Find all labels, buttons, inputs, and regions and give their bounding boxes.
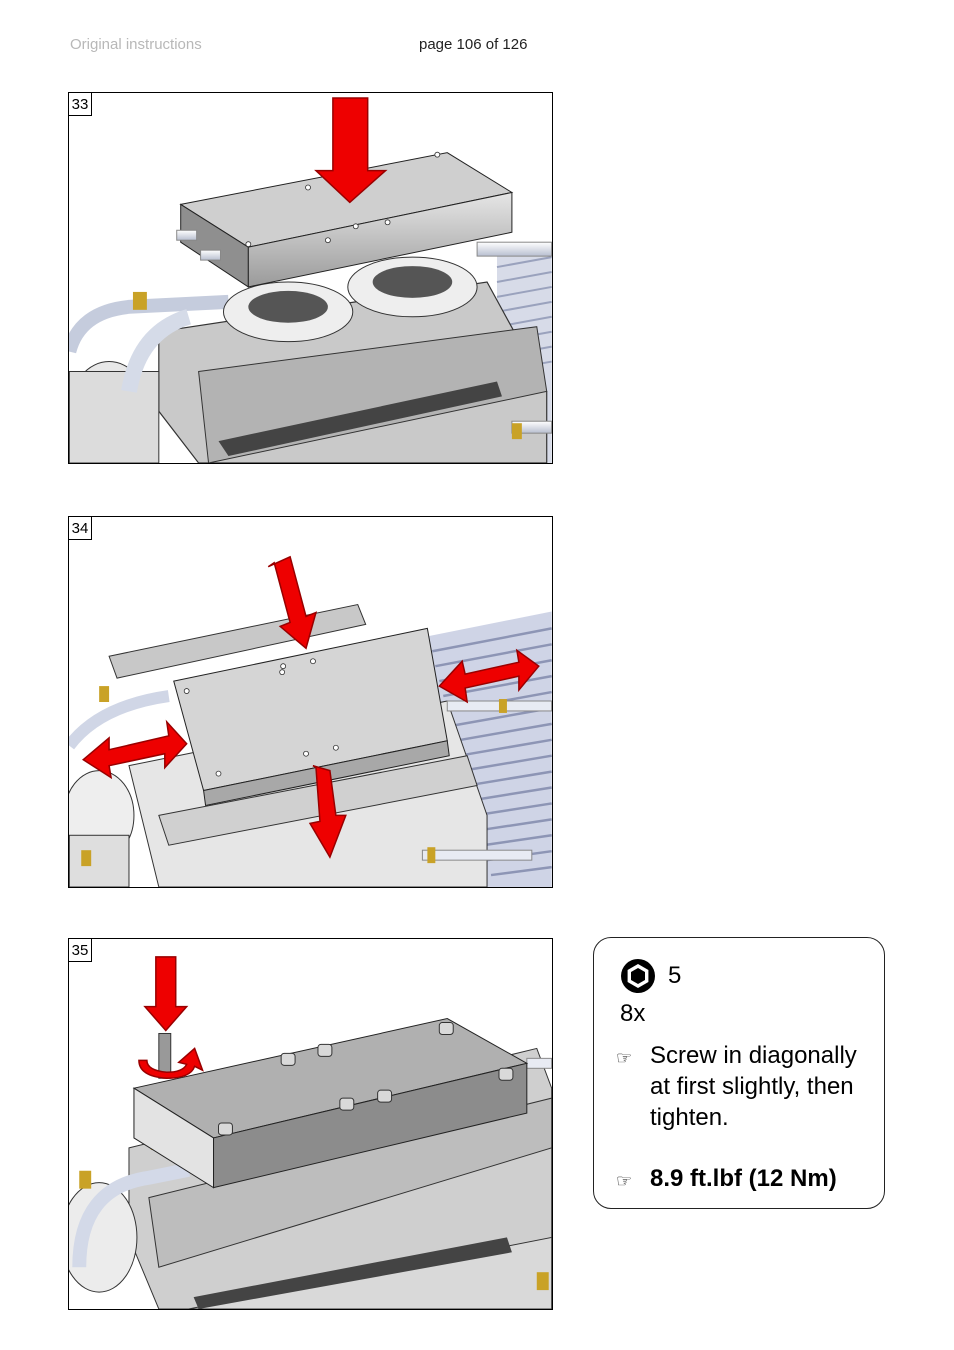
pointing-hand-icon: ☞ [616,1048,633,1068]
pump-illustration-lowering-plate [69,97,552,463]
tighten-arrows [138,956,204,1079]
torque-value: 8.9 ft.lbf (12 Nm) [650,1165,837,1192]
down-arrow [314,97,388,204]
torque-step: ☞ 8.9 ft.lbf (12 Nm) [616,1163,878,1194]
hex-socket-wrench-icon [621,959,655,993]
pump-illustration-tightening-screws [69,956,552,1309]
cover-plate [132,1018,529,1189]
figure-number: 35 [69,939,92,962]
document-label: Original instructions [70,36,202,53]
step-text: Screw in diagonally at first slightly, t… [650,1042,857,1131]
hex-key-size: 5 [668,962,682,989]
tightening-step: ☞ Screw in diagonally at first slightly,… [616,1040,878,1133]
page-number: page 106 of 126 [419,36,528,53]
pointing-hand-icon: ☞ [616,1171,633,1191]
figure-35: 35 [68,938,553,1310]
impeller-wheels [222,256,478,343]
figure-number: 34 [69,517,92,540]
alignment-arrows [81,555,540,859]
figure-number: 33 [69,93,92,116]
figure-34: 34 [68,516,553,888]
pump-illustration-aligning-plate [69,555,552,887]
instruction-box: 5 8x ☞ Screw in diagonally at first slig… [593,937,885,1209]
screw-quantity: 8x [620,1000,646,1027]
figure-33: 33 [68,92,553,464]
